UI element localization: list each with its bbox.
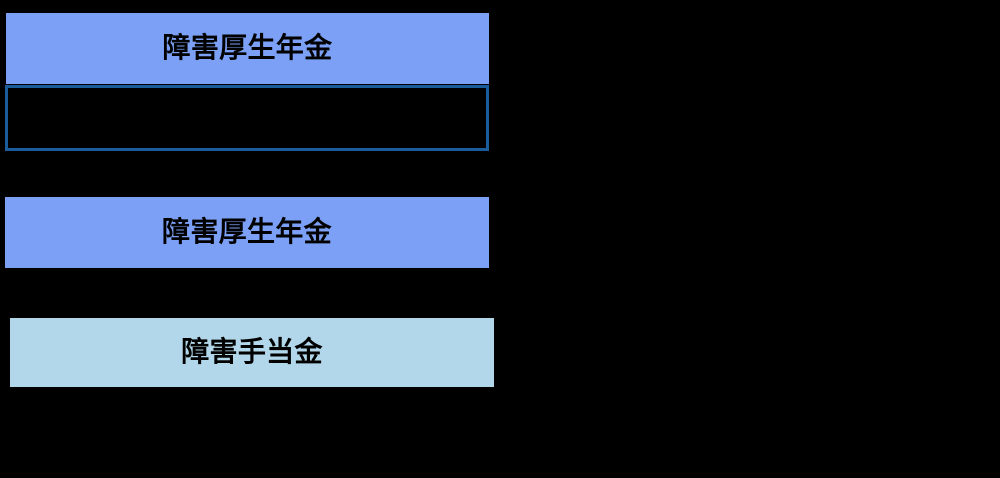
node-label: 障害厚生年金: [162, 32, 333, 64]
node-disability-allowance[interactable]: 障害手当金: [10, 318, 494, 387]
node-disability-employees-pension-second[interactable]: 障害厚生年金: [5, 197, 489, 268]
right-blank-region: [500, 0, 1000, 478]
node-label: 障害厚生年金: [162, 216, 332, 248]
node-label: 障害手当金: [181, 336, 323, 368]
node-empty-outlined-panel[interactable]: [5, 85, 489, 151]
node-disability-employees-pension-top[interactable]: 障害厚生年金: [6, 13, 489, 84]
